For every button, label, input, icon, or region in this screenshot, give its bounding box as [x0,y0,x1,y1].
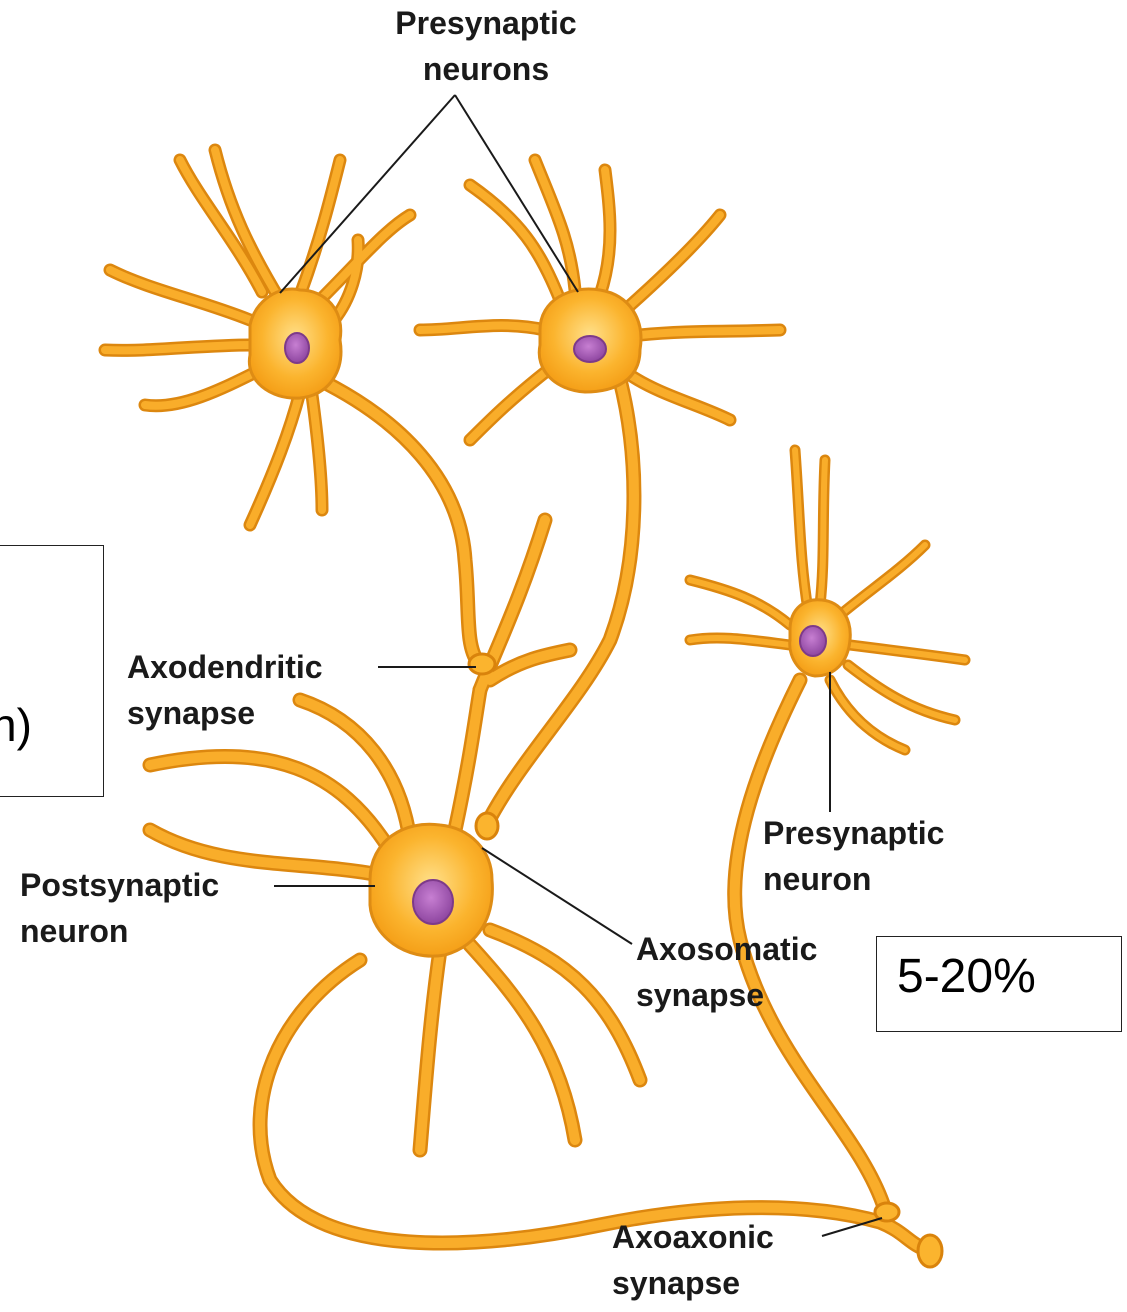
label-axoaxonic-synapse: Axoaxonic synapse [612,1214,774,1306]
label-line: Axoaxonic [612,1214,774,1260]
axodendritic-terminal [469,654,495,674]
nucleus-presynaptic-2 [574,336,606,362]
label-presynaptic-neuron: Presynaptic neuron [763,810,944,902]
label-axodendritic-synapse: Axodendritic synapse [127,644,323,736]
nucleus-presynaptic-3 [800,626,826,656]
label-line: Presynaptic [763,810,944,856]
annotation-box-left: n) [0,545,104,797]
nucleus-presynaptic-1 [285,333,309,363]
label-line: neurons [376,46,596,92]
label-line: Postsynaptic [20,862,219,908]
label-postsynaptic-neuron: Postsynaptic neuron [20,862,219,954]
annotation-box-percent: 5-20% [876,936,1122,1032]
axosomatic-terminal [476,813,498,839]
axon-end-terminal [918,1235,942,1267]
label-line: synapse [127,690,323,736]
label-line: Axosomatic [636,926,817,972]
leader-presynaptic-neurons-left [280,95,455,293]
annotation-box-percent-text: 5-20% [897,949,1036,1004]
label-line: synapse [636,972,817,1018]
annotation-box-left-text: n) [0,698,32,752]
label-line: neuron [763,856,944,902]
label-presynaptic-neurons: Presynaptic neurons [376,0,596,92]
label-line: neuron [20,908,219,954]
label-line: synapse [612,1260,774,1306]
label-axosomatic-synapse: Axosomatic synapse [636,926,817,1018]
label-line: Axodendritic [127,644,323,690]
nucleus-postsynaptic [413,880,453,924]
label-line: Presynaptic [376,0,596,46]
